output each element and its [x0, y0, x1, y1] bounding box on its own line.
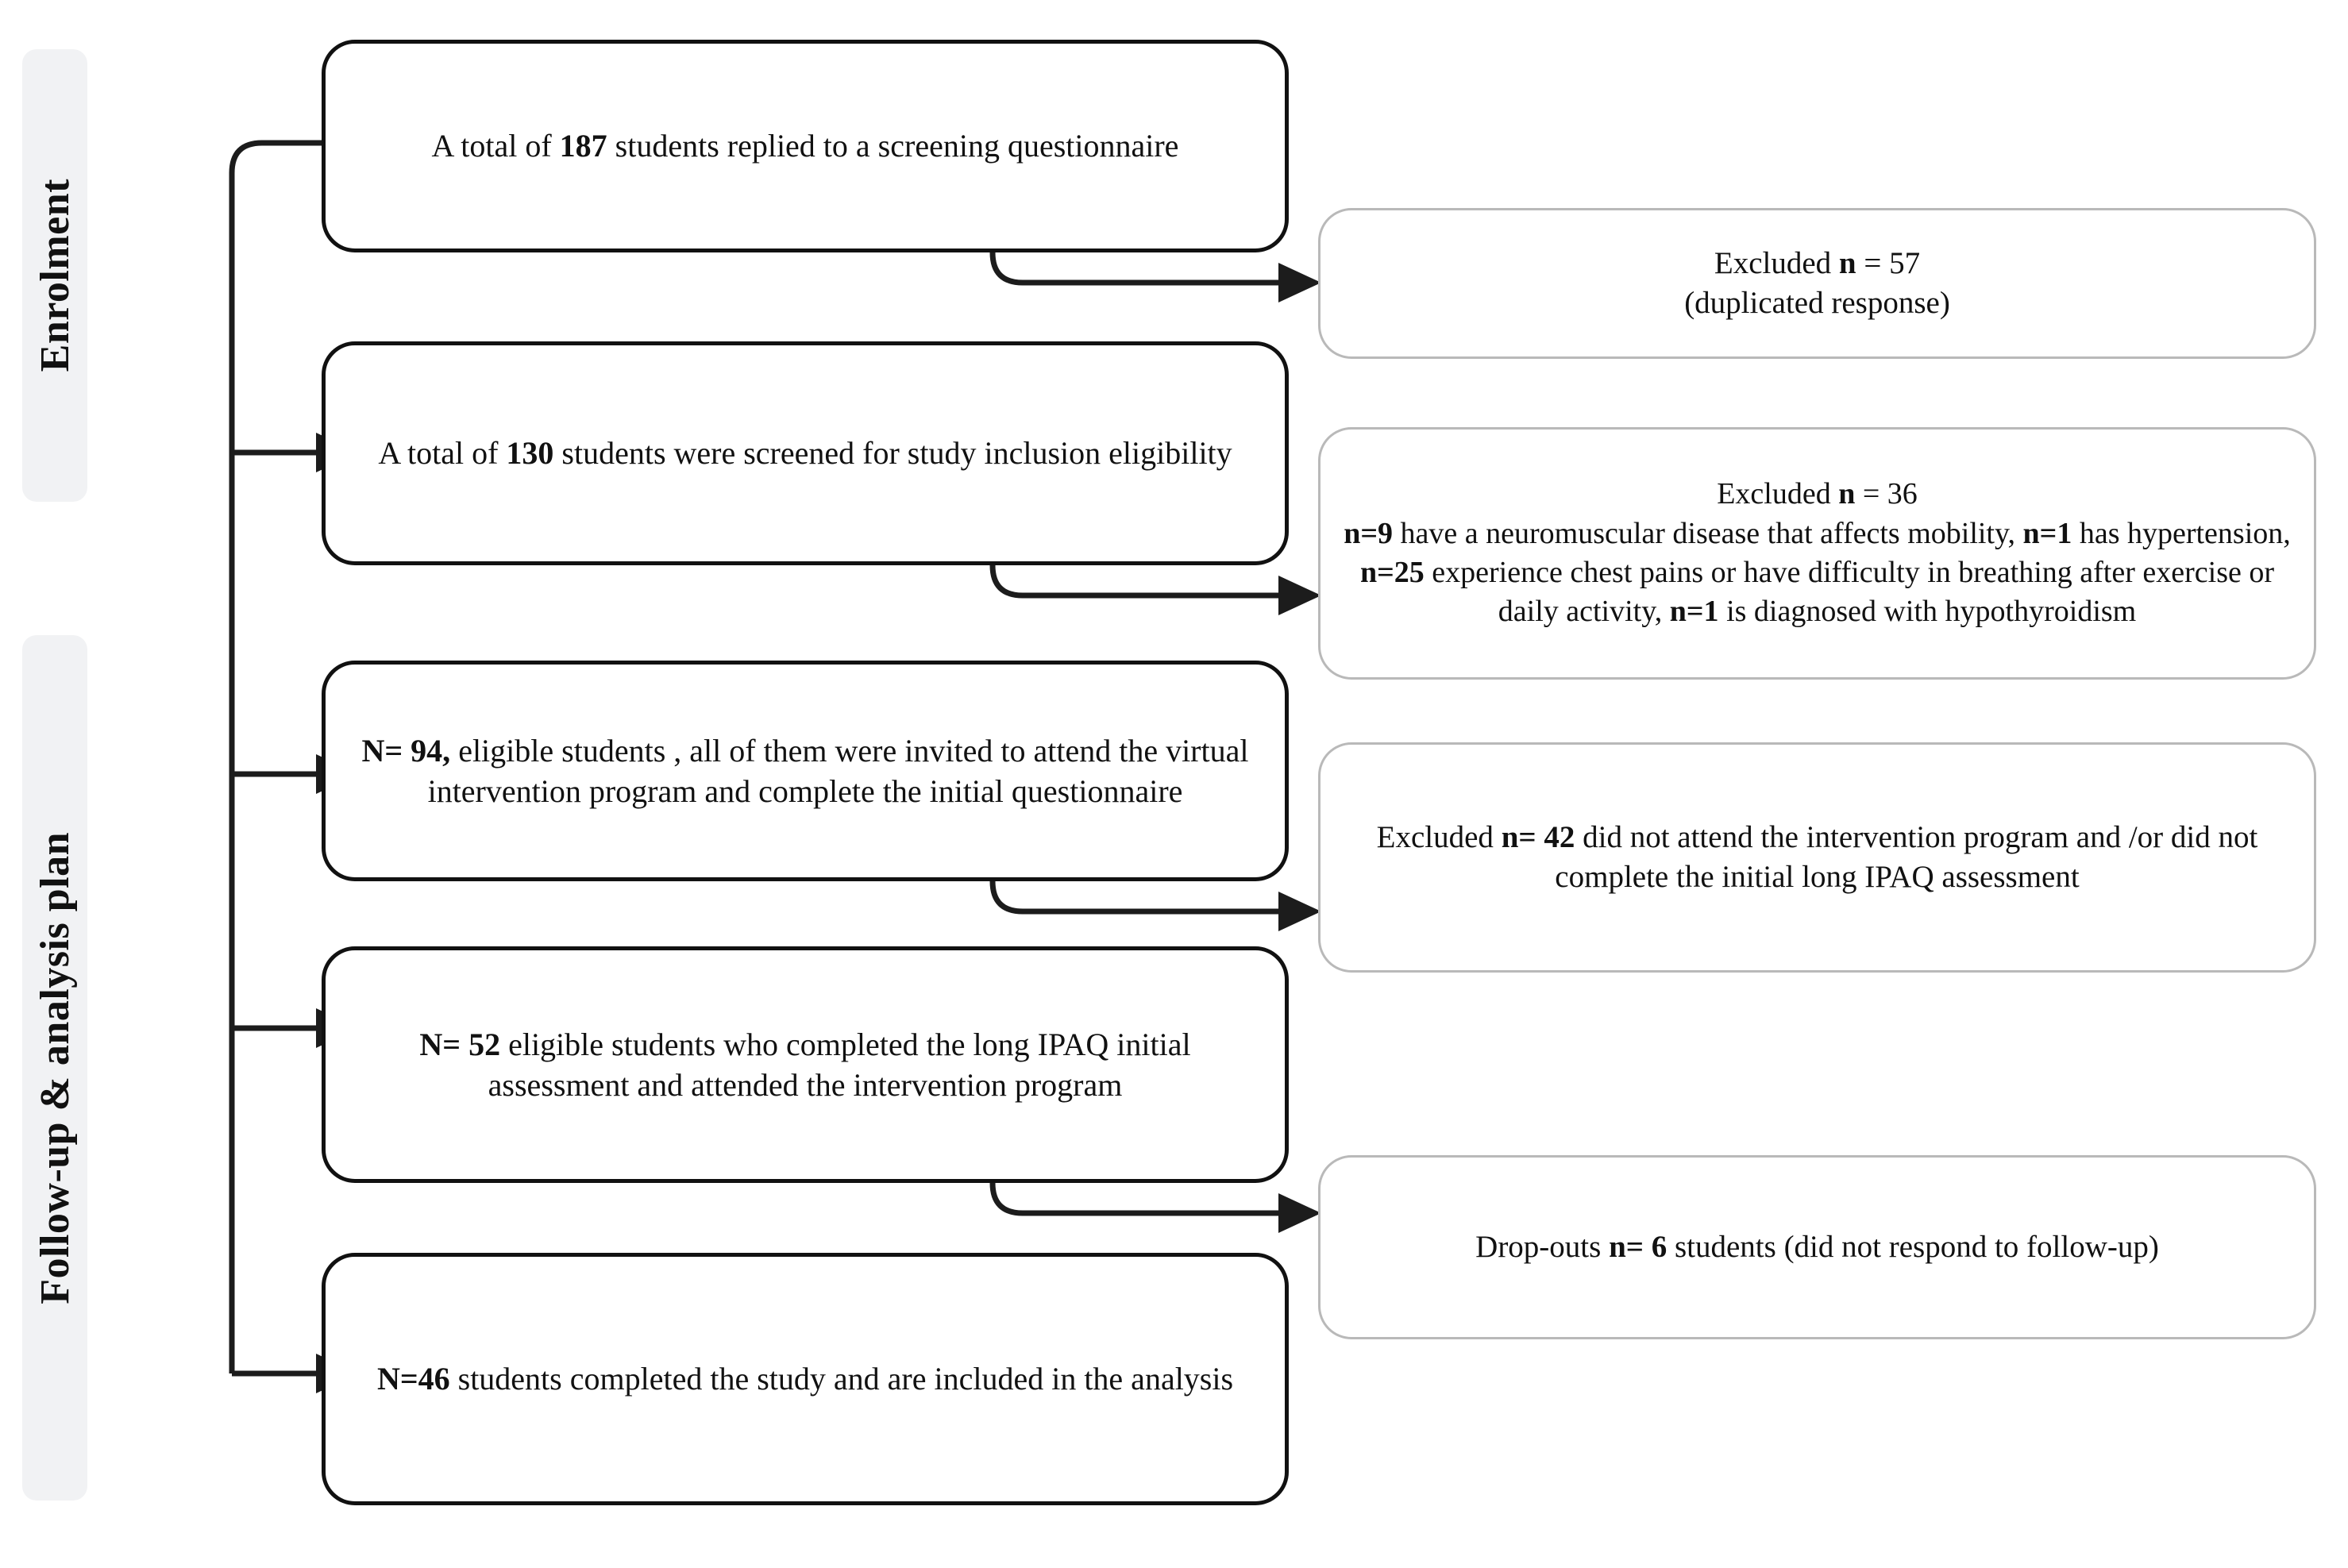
flow-node-eligible-invited-text: N= 94, eligible students , all of them w…: [326, 730, 1285, 811]
flow-node-drop-outs: Drop-outs n= 6 students (did not respond…: [1318, 1155, 2316, 1339]
stage-label-followup: Follow-up & analysis plan: [32, 831, 78, 1304]
text-part: is diagnosed with hypothyroidism: [1718, 595, 2137, 629]
sub-count-2: n=1: [2022, 516, 2072, 550]
count-value: n= 42: [1501, 820, 1575, 855]
branch-box3-to-excluded42: [989, 880, 1278, 915]
flow-node-completed-ipaq-attended-text: N= 52 eligible students who completed th…: [326, 1024, 1285, 1105]
flow-node-drop-outs-text: Drop-outs n= 6 students (did not respond…: [1448, 1227, 2186, 1267]
flow-node-screened-replies-text: A total of 187 students replied to a scr…: [405, 125, 1206, 166]
stage-label-enrolment: Enrolment: [32, 179, 78, 372]
text-part: eligible students who completed the long…: [488, 1026, 1191, 1103]
sub-count-4: n=1: [1669, 595, 1719, 629]
flow-node-included-analysis: N=46 students completed the study and ar…: [322, 1253, 1289, 1505]
arrowhead-excluded36: [1278, 576, 1321, 615]
sub-count-1: n=9: [1344, 516, 1394, 550]
text-part: A total of: [431, 128, 560, 164]
flow-node-excluded-duplicated: Excluded n = 57 (duplicated response): [1318, 208, 2316, 359]
text-part: Drop-outs: [1475, 1230, 1610, 1265]
text-part: A total of: [378, 435, 507, 472]
text-part: did not attend the intervention program …: [1555, 820, 2258, 894]
text-part: students were screened for study inclusi…: [553, 435, 1232, 472]
branch-box4-to-dropouts: [989, 1182, 1278, 1216]
text-part: eligible students , all of them were inv…: [427, 732, 1249, 809]
flow-node-excluded-medical-text: Excluded n = 36 n=9 have a neuromuscular…: [1321, 475, 2314, 632]
flow-node-screened-eligibility: A total of 130 students were screened fo…: [322, 341, 1289, 565]
flow-node-eligible-invited: N= 94, eligible students , all of them w…: [322, 661, 1289, 881]
text-part: have a neuromuscular disease that affect…: [1393, 516, 2023, 550]
stage-band-followup: Follow-up & analysis plan: [22, 635, 87, 1501]
count-value: 130: [506, 435, 554, 472]
count-value: n= 6: [1609, 1230, 1668, 1265]
text-part: experience chest pains or have difficult…: [1424, 556, 2274, 629]
count-value: 187: [559, 128, 607, 164]
text-part: students completed the study and are inc…: [449, 1361, 1234, 1397]
count-value: N=46: [376, 1361, 450, 1397]
count-value: = 36: [1855, 477, 1918, 511]
stage-band-enrolment: Enrolment: [22, 49, 87, 502]
flow-node-excluded-no-attend-text: Excluded n= 42 did not attend the interv…: [1321, 818, 2314, 897]
text-part: (duplicated response): [1684, 286, 1950, 320]
flow-node-completed-ipaq-attended: N= 52 eligible students who completed th…: [322, 946, 1289, 1183]
text-part: Excluded: [1714, 246, 1839, 281]
branch-box1-to-excluded57: [989, 252, 1278, 286]
flow-node-screened-eligibility-text: A total of 130 students were screened fo…: [351, 433, 1259, 473]
text-part: students replied to a screening question…: [607, 128, 1179, 164]
text-part: has hypertension,: [2072, 516, 2291, 550]
arrowhead-excluded42: [1278, 892, 1321, 931]
arrowhead-dropouts: [1278, 1193, 1321, 1233]
sub-count-3: n=25: [1359, 556, 1425, 589]
flow-node-excluded-no-attend: Excluded n= 42 did not attend the interv…: [1318, 742, 2316, 973]
flow-node-screened-replies: A total of 187 students replied to a scr…: [322, 40, 1289, 252]
text-part: Excluded: [1717, 477, 1839, 511]
text-part: students (did not respond to follow-up): [1667, 1230, 2159, 1265]
flow-node-included-analysis-text: N=46 students completed the study and ar…: [350, 1358, 1260, 1399]
count-value: N= 94,: [361, 732, 451, 769]
n-label: n: [1838, 477, 1856, 511]
flow-node-excluded-duplicated-text: Excluded n = 57 (duplicated response): [1657, 244, 1977, 323]
branch-box2-to-excluded36: [989, 564, 1278, 599]
arrowhead-excluded57: [1278, 263, 1321, 302]
n-label: n: [1838, 246, 1856, 281]
count-value: N= 52: [419, 1026, 501, 1062]
text-part: Excluded: [1376, 820, 1502, 855]
flow-node-excluded-medical: Excluded n = 36 n=9 have a neuromuscular…: [1318, 427, 2316, 680]
count-value: = 57: [1856, 246, 1921, 281]
